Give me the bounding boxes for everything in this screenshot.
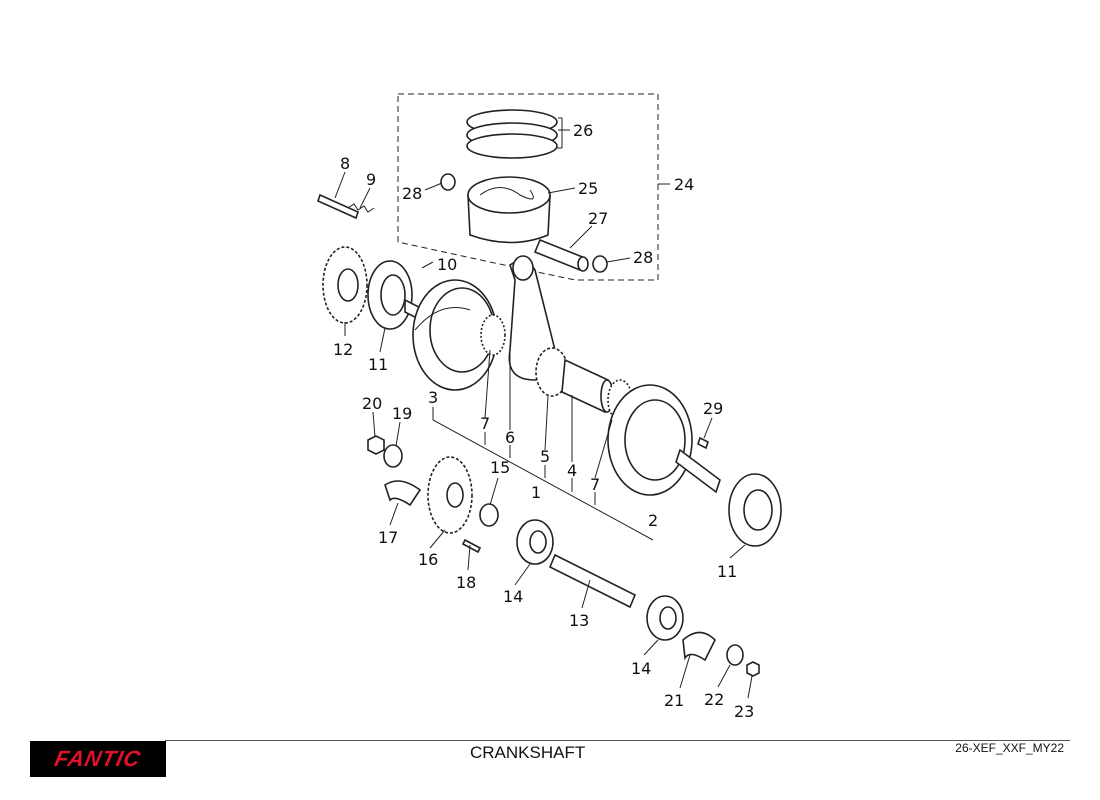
callout-17: 17 xyxy=(378,528,398,547)
woodruff-key xyxy=(697,436,709,450)
callout-18: 18 xyxy=(456,573,476,592)
balancer-bearing-left xyxy=(516,519,554,565)
callout-21: 21 xyxy=(664,691,684,710)
washer xyxy=(383,444,403,468)
diagram-code: 26-XEF_XXF_MY22 xyxy=(955,741,1064,755)
piston-rings xyxy=(466,109,558,159)
callout-16: 16 xyxy=(418,550,438,569)
callout-28: 28 xyxy=(633,248,653,267)
balancer-gear xyxy=(427,456,473,534)
callout-20: 20 xyxy=(362,394,382,413)
callout-22: 22 xyxy=(704,690,724,709)
nut xyxy=(746,661,760,677)
balancer-weight-right xyxy=(682,631,716,662)
callout-11: 11 xyxy=(717,562,737,581)
diagram-title: CRANKSHAFT xyxy=(470,743,586,762)
main-bearing-right xyxy=(728,473,782,547)
balancer-weight xyxy=(384,480,422,507)
main-bearing-left xyxy=(367,260,413,330)
leader-lines xyxy=(334,117,753,699)
callout-4: 4 xyxy=(567,461,577,480)
screw xyxy=(461,538,482,554)
crank-half-left xyxy=(404,279,498,391)
callout-5: 5 xyxy=(540,447,550,466)
spacer xyxy=(479,503,499,527)
callout-14: 14 xyxy=(503,587,523,606)
logo-text: FANTIC xyxy=(52,746,144,771)
fantic-logo: FANTIC xyxy=(30,741,166,777)
callout-27: 27 xyxy=(588,209,608,228)
callout-25: 25 xyxy=(578,179,598,198)
callout-1: 1 xyxy=(531,483,541,502)
callout-19: 19 xyxy=(392,404,412,423)
thrust-washer xyxy=(480,314,506,356)
callout-10: 10 xyxy=(437,255,457,274)
washer xyxy=(726,644,744,666)
callout-23: 23 xyxy=(734,702,754,721)
callout-26: 26 xyxy=(573,121,593,140)
callout-7: 7 xyxy=(590,475,600,494)
callout-28: 28 xyxy=(402,184,422,203)
callout-13: 13 xyxy=(569,611,589,630)
callout-3: 3 xyxy=(428,388,438,407)
balancer-shaft xyxy=(548,553,637,609)
piston-pin-clip xyxy=(440,173,456,191)
callout-7: 7 xyxy=(480,414,490,433)
spring xyxy=(347,203,375,213)
callout-14: 14 xyxy=(631,659,651,678)
nut xyxy=(367,435,385,455)
piston xyxy=(467,176,551,244)
callout-6: 6 xyxy=(505,428,515,447)
callout-15: 15 xyxy=(490,458,510,477)
callout-9: 9 xyxy=(366,170,376,189)
balancer-bearing-right xyxy=(646,595,684,641)
callout-8: 8 xyxy=(340,154,350,173)
callout-29: 29 xyxy=(703,399,723,418)
piston-kit-group-outline xyxy=(397,93,659,281)
callout-labels: 26 25 24 27 28 28 8 9 10 12 11 3 20 19 7… xyxy=(333,121,754,721)
crank-half-right xyxy=(607,384,721,496)
callout-2: 2 xyxy=(648,511,658,530)
footer-divider xyxy=(165,740,1070,741)
callout-12: 12 xyxy=(333,340,353,359)
callout-11: 11 xyxy=(368,355,388,374)
piston-pin-clip xyxy=(592,255,608,273)
piston-pin xyxy=(533,238,589,272)
bolt xyxy=(317,193,359,220)
callout-24: 24 xyxy=(674,175,694,194)
